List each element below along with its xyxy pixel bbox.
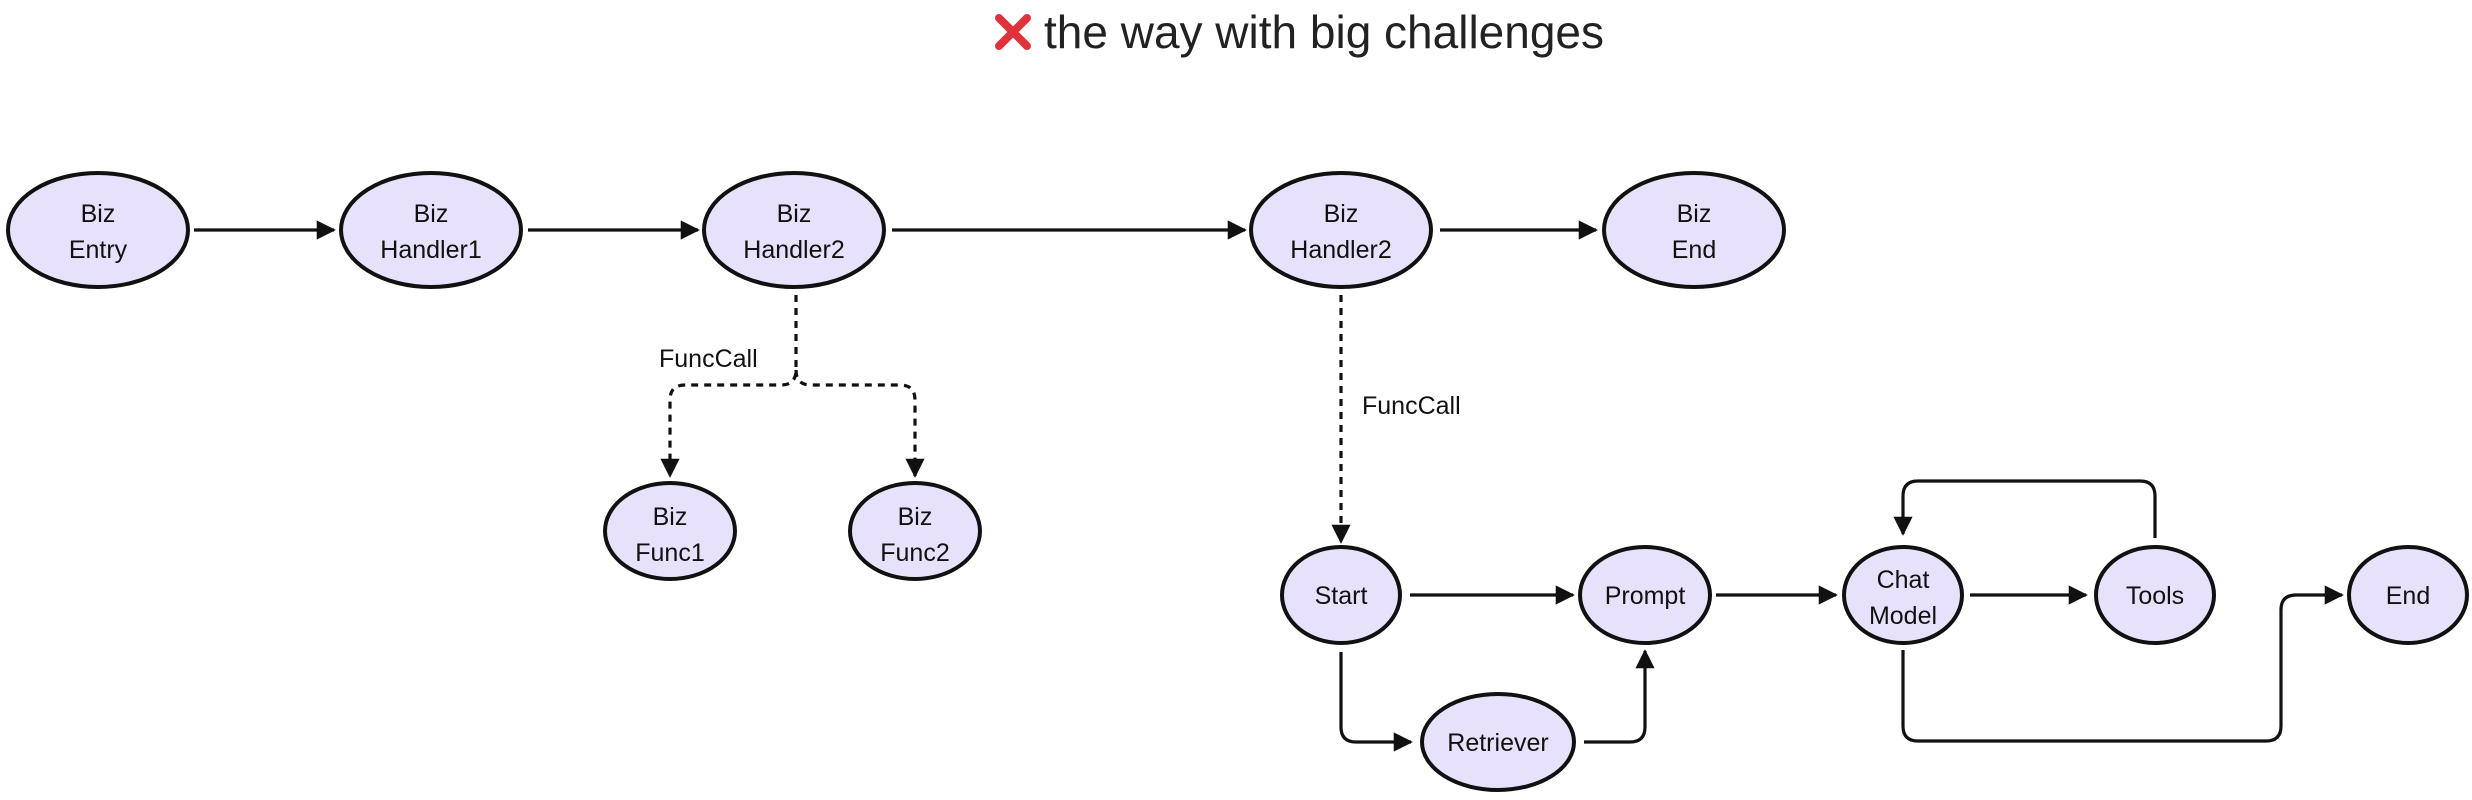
edge-funccall-to-func1 <box>660 295 798 478</box>
edge-label-funccall-right: FuncCall <box>1362 392 1461 420</box>
edge-label-funccall-left: FuncCall <box>659 345 758 373</box>
diagram-title: the way with big challenges <box>995 6 1604 58</box>
node-biz-handler1[interactable]: Biz Handler1 <box>339 171 523 289</box>
node-label: Biz <box>1677 200 1712 228</box>
node-label: Handler1 <box>380 236 481 264</box>
cross-mark-icon <box>995 14 1031 50</box>
node-prompt[interactable]: Prompt <box>1578 545 1712 645</box>
node-label: Biz <box>777 200 812 228</box>
node-biz-entry[interactable]: Biz Entry <box>6 171 190 289</box>
node-label: End <box>1672 236 1716 264</box>
node-label: Biz <box>414 200 449 228</box>
node-biz-func1[interactable]: Biz Func1 <box>603 481 737 581</box>
node-label: Start <box>1315 582 1368 610</box>
node-label: Biz <box>898 503 933 531</box>
node-label: Func1 <box>635 539 704 567</box>
title-text: the way with big challenges <box>1044 6 1604 58</box>
edge-tools-to-chat-model <box>1893 479 2157 538</box>
node-tools[interactable]: Tools <box>2094 545 2216 645</box>
edge-retriever-to-prompt <box>1584 649 1655 744</box>
node-label: Func2 <box>880 539 949 567</box>
node-biz-end[interactable]: Biz End <box>1602 171 1786 289</box>
node-label: Biz <box>653 503 688 531</box>
node-label: Chat <box>1877 566 1930 594</box>
edge-chat-model-to-end <box>1901 585 2344 743</box>
node-biz-handler2[interactable]: Biz Handler2 <box>702 171 886 289</box>
node-label: Model <box>1869 602 1937 630</box>
node-retriever[interactable]: Retriever <box>1420 692 1576 792</box>
node-start[interactable]: Start <box>1280 545 1402 645</box>
node-end[interactable]: End <box>2347 545 2469 645</box>
node-label: Prompt <box>1605 582 1686 610</box>
node-label: Handler2 <box>743 236 844 264</box>
node-label: Tools <box>2126 582 2184 610</box>
edge-start-to-retriever <box>1339 652 1413 752</box>
node-biz-func2[interactable]: Biz Func2 <box>848 481 982 581</box>
node-label: Biz <box>1324 200 1359 228</box>
node-biz-handler2-second[interactable]: Biz Handler2 <box>1249 171 1433 289</box>
node-label: Entry <box>69 236 128 264</box>
node-label: Biz <box>81 200 116 228</box>
node-chat-model[interactable]: Chat Model <box>1842 545 1964 645</box>
node-label: Handler2 <box>1290 236 1391 264</box>
node-label: Retriever <box>1447 729 1548 757</box>
node-label: End <box>2386 582 2430 610</box>
edge-funccall-to-func2 <box>794 369 925 478</box>
edges <box>194 220 2344 752</box>
